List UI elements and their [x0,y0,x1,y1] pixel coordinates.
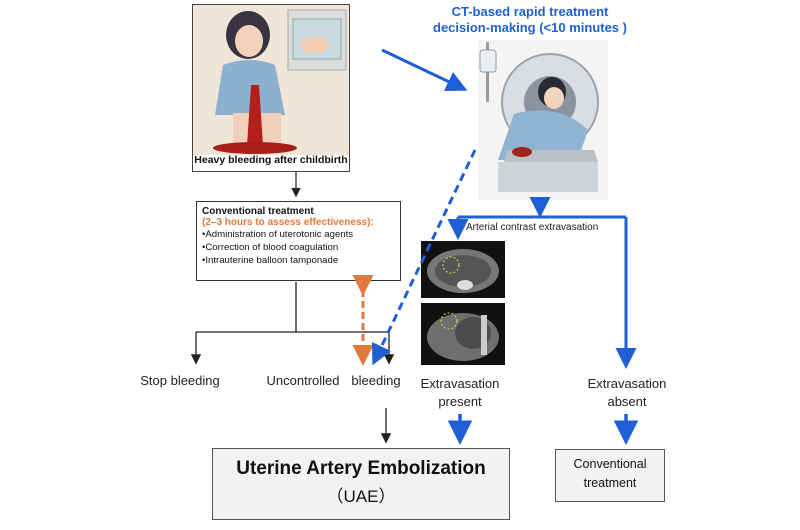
conventional-item: •Correction of blood coagulation [202,242,339,253]
ct-scan-image-2 [421,303,505,365]
ct-illustration-panel [478,40,608,200]
conventional-item: •Administration of uterotonic agents [202,229,354,240]
conv-box-line1: Conventional [573,457,647,471]
absent-line2: absent [607,394,647,409]
bleeding-label: bleeding [351,373,401,388]
ct-to-bleeding-arrow [371,149,477,366]
uae-box: Uterine Artery Embolization （UAE） [212,448,510,520]
conventional-title: Conventional treatment [202,206,314,217]
arrow-to-ct [381,48,468,92]
conv-box-line2: treatment [583,476,637,490]
extravasation-absent-label: Extravasation absent [572,375,682,411]
ct-panel-title: CT-based rapid treatment decision-making… [420,4,640,36]
childbirth-illustration-panel: Heavy bleeding after childbirth [192,4,350,172]
stop-bleeding-label: Stop bleeding [140,373,220,388]
present-line1: Extravasation [420,376,500,391]
uae-title: Uterine Artery Embolization [236,458,486,479]
childbirth-caption: Heavy bleeding after childbirth [194,154,348,166]
present-line2: present [438,394,482,409]
uae-abbr: （UAE） [326,487,396,506]
conventional-subtitle: (2–3 hours to assess effectiveness): [202,217,374,228]
ct-scan-label: Arterial contrast extravasation [466,222,599,233]
conventional-result-box: Conventional treatment [555,449,665,502]
conventional-treatment-box: Conventional treatment (2–3 hours to ass… [196,201,401,281]
ct-title-line2: decision-making (<10 minutes ) [433,20,627,35]
absent-line1: Extravasation [587,376,667,391]
uncontrolled-label: Uncontrolled [266,373,340,388]
woman-bleeding-illustration [193,5,349,155]
ct-title-line1: CT-based rapid treatment [451,4,609,19]
ct-scan-image-1 [421,241,505,298]
woman-in-ct-scanner-illustration [478,40,608,200]
extravasation-present-label: Extravasation present [410,375,510,411]
conventional-item: •Intrauterine balloon tamponade [202,255,339,266]
